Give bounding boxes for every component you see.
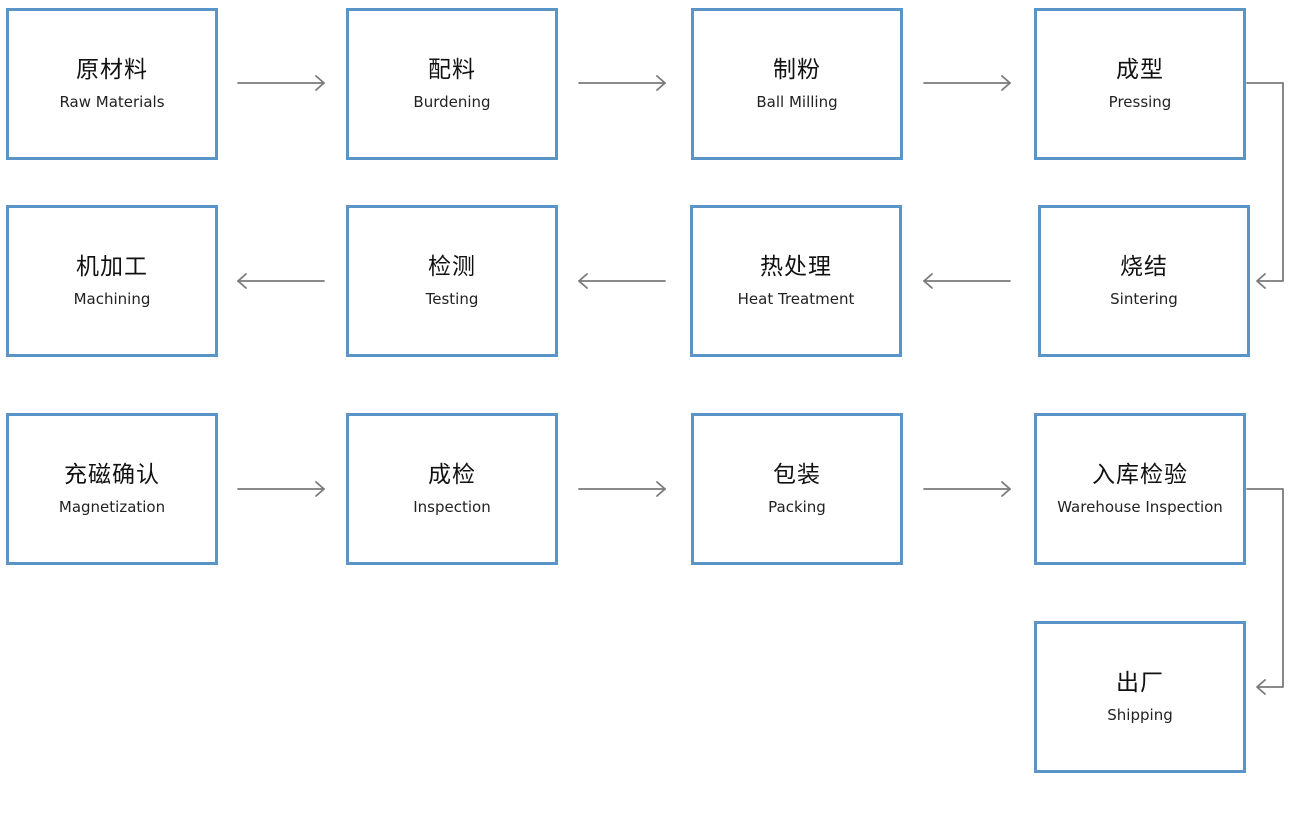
step-packing: 包装 Packing (691, 413, 903, 565)
arrow-right-icon (923, 481, 1011, 497)
step-subtitle: Testing (425, 290, 479, 309)
step-title: 检测 (428, 253, 476, 280)
step-title: 包装 (773, 461, 821, 488)
step-title: 制粉 (773, 56, 821, 83)
step-subtitle: Sintering (1110, 290, 1178, 309)
arrow-left-icon (923, 273, 1011, 289)
arrow-left-icon (578, 273, 666, 289)
step-title: 入库检验 (1092, 461, 1188, 488)
step-subtitle: Machining (73, 290, 151, 309)
step-title: 配料 (428, 56, 476, 83)
step-magnetization: 充磁确认 Magnetization (6, 413, 218, 565)
arrow-left-icon (237, 273, 325, 289)
step-subtitle: Warehouse Inspection (1057, 498, 1223, 517)
step-subtitle: Ball Milling (756, 93, 838, 112)
step-inspection: 成检 Inspection (346, 413, 558, 565)
step-subtitle: Pressing (1108, 93, 1172, 112)
step-sintering: 烧结 Sintering (1038, 205, 1250, 357)
arrow-right-icon (578, 481, 666, 497)
step-title: 热处理 (760, 253, 832, 280)
arrow-right-icon (237, 75, 325, 91)
step-machining: 机加工 Machining (6, 205, 218, 357)
step-subtitle: Burdening (413, 93, 491, 112)
step-ball-milling: 制粉 Ball Milling (691, 8, 903, 160)
step-subtitle: Raw Materials (59, 93, 165, 112)
step-subtitle: Shipping (1107, 706, 1173, 725)
step-subtitle: Heat Treatment (737, 290, 855, 309)
step-title: 成检 (428, 461, 476, 488)
arrow-right-icon (237, 481, 325, 497)
step-title: 原材料 (76, 56, 148, 83)
step-heat-treatment: 热处理 Heat Treatment (690, 205, 902, 357)
arrow-down-return-icon (1246, 488, 1284, 695)
step-title: 充磁确认 (64, 461, 160, 488)
step-title: 出厂 (1116, 669, 1164, 696)
arrow-right-icon (578, 75, 666, 91)
step-subtitle: Inspection (413, 498, 491, 517)
step-shipping: 出厂 Shipping (1034, 621, 1246, 773)
step-pressing: 成型 Pressing (1034, 8, 1246, 160)
step-title: 成型 (1116, 56, 1164, 83)
arrow-right-icon (923, 75, 1011, 91)
step-warehouse-inspection: 入库检验 Warehouse Inspection (1034, 413, 1246, 565)
arrow-down-return-icon (1246, 82, 1284, 289)
step-burdening: 配料 Burdening (346, 8, 558, 160)
step-subtitle: Packing (768, 498, 826, 517)
step-title: 烧结 (1120, 253, 1168, 280)
step-title: 机加工 (76, 253, 148, 280)
step-testing: 检测 Testing (346, 205, 558, 357)
step-subtitle: Magnetization (58, 498, 166, 517)
step-raw-materials: 原材料 Raw Materials (6, 8, 218, 160)
